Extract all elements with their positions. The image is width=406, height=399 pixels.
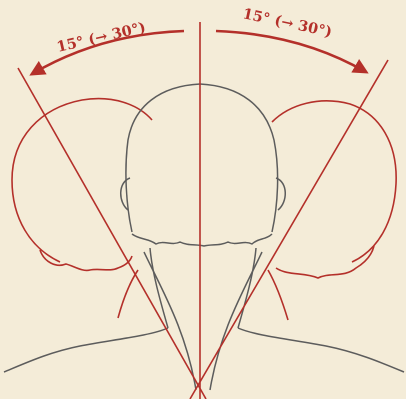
neck-right [238,248,256,328]
right-rotated-head-outline [272,101,396,262]
right-rotated-ear [276,246,374,278]
central-head-outline [126,84,278,232]
left-rotated-ear [40,250,132,270]
central-hairline [132,234,272,246]
left-rotated-head [12,99,152,318]
right-shoulder [238,328,404,372]
left-rotated-neck [118,270,138,318]
axis-lines [18,22,388,399]
left-shoulder [4,328,168,372]
left-trapezius-line [144,252,196,390]
right-rotated-neck [268,270,288,320]
right-rotation-axis-line [190,60,388,399]
right-rotation-arrow [216,31,366,72]
central-head [4,84,404,390]
left-rotation-axis-line [18,68,206,399]
right-rotated-head [268,101,396,320]
left-rotation-label: 15° (→ 30°) [55,19,147,56]
